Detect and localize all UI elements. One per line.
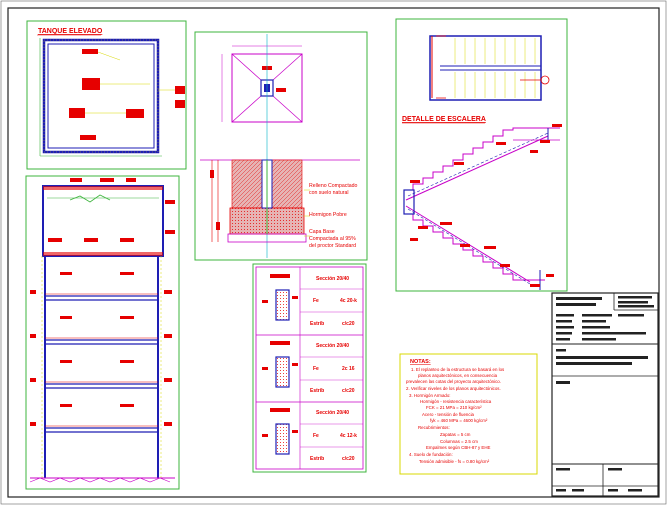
note-line: Empalmes según CBH-87 y EHE xyxy=(426,445,490,450)
section-1-estribo-label: Estrib xyxy=(310,321,324,327)
section-2-estribo-label: Estrib xyxy=(310,388,324,394)
note-line: Zapatas = 5 cm xyxy=(440,432,471,437)
tank-plan-panel: TANQUE ELEVADO xyxy=(26,20,187,170)
note-line: Acero - tensión de fluencia xyxy=(422,412,475,417)
footing-detail-panel: Relleno Compactado con suelo natural Hor… xyxy=(194,31,368,261)
section-3-fe-value: 4c 12-k xyxy=(340,433,357,439)
section-3-estribo-value: c/c20 xyxy=(342,456,355,462)
section-1-title: Sección 20/40 xyxy=(316,276,349,282)
footing-label-lean-concrete: Hormigon Pobre xyxy=(309,212,347,218)
tank-title: TANQUE ELEVADO xyxy=(38,28,103,35)
note-line: FCK = 21 MPa = 210 kg/cm² xyxy=(426,405,482,410)
section-1-fe-value: 4c 20-k xyxy=(340,298,357,304)
note-line: Recubrimientos: xyxy=(418,425,450,430)
notes-title: NOTAS: xyxy=(410,359,431,365)
section-3-estribo-label: Estrib xyxy=(310,456,324,462)
stair-title: DETALLE DE ESCALERA xyxy=(402,116,486,123)
stair-detail-panel: DETALLE DE ESCALERA xyxy=(395,18,568,292)
note-line: 3. Hormigón Armado: xyxy=(409,393,451,398)
section-3-fe-label: Fe xyxy=(313,433,319,439)
note-line: 2. Verificar niveles de los planos arqui… xyxy=(406,386,501,391)
footing-label-fill: Relleno Compactado xyxy=(309,183,358,189)
section-2-fe-value: 2c 16 xyxy=(342,366,355,372)
note-line: Tensión admisible - fs = 0.80 kg/cm² xyxy=(419,459,490,464)
sheet-frame xyxy=(7,7,660,498)
note-line: Hormigón - resistencia característica xyxy=(420,399,492,404)
tank-elevation-panel xyxy=(25,175,180,490)
section-1-estribo-value: c/c20 xyxy=(342,321,355,327)
column-sections-panel: Sección 20/40 Fe 4c 20-k Estrib c/c20 Se… xyxy=(252,263,367,473)
title-block xyxy=(551,292,659,497)
note-line: 4. Suelo de fundación: xyxy=(409,452,453,457)
section-2-estribo-value: c/c20 xyxy=(342,388,355,394)
footing-label-base: Capa Base xyxy=(309,229,335,235)
footing-label-base-2: Compactada al 95% xyxy=(309,236,356,242)
note-line: Columnas = 2.5 cm xyxy=(440,439,478,444)
note-line: planos arquitectónicos, en consecuencia xyxy=(418,373,498,378)
section-1-fe-label: Fe xyxy=(313,298,319,304)
section-2-fe-label: Fe xyxy=(313,366,319,372)
note-line: fyk = 460 MPa = 4600 kg/cm² xyxy=(430,418,488,423)
section-3-title: Sección 20/40 xyxy=(316,410,349,416)
note-line: prevalecen las cotas del proyecto arquit… xyxy=(406,379,501,384)
footing-label-fill-2: con suelo natural xyxy=(309,190,349,196)
footing-label-base-3: del proctor Standard xyxy=(309,243,356,249)
section-2-title: Sección 20/40 xyxy=(316,343,349,349)
note-line: 1. El replanteo de la estructura se basa… xyxy=(411,367,505,372)
notes-panel: NOTAS: 1. El replanteo de la estructura … xyxy=(399,353,538,475)
